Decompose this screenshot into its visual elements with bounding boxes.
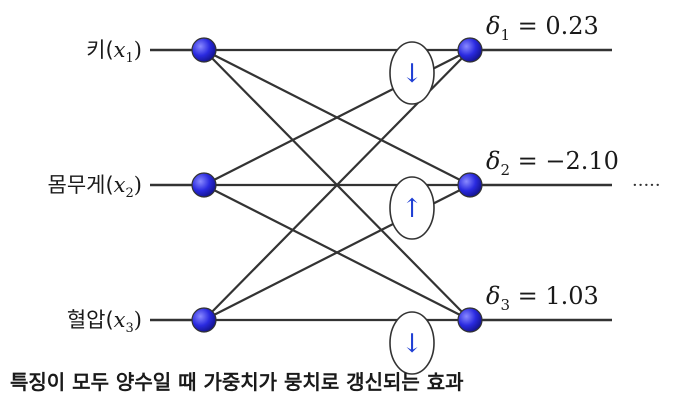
delta-label-1: δ1 = 0.23 — [486, 12, 599, 44]
update-arrow-icon: ↓ — [401, 59, 423, 89]
input-label-1: 키(x1) — [86, 38, 142, 66]
output-node-3 — [457, 307, 483, 333]
connection-lines — [203, 48, 471, 322]
delta-label-2: δ2 = −2.10 — [486, 147, 619, 179]
update-marker-3 — [389, 311, 435, 375]
output-node-2 — [457, 172, 483, 198]
network-nodes — [191, 37, 483, 333]
input-node-3 — [191, 307, 217, 333]
update-marker-1 — [389, 41, 435, 105]
update-arrow-icon: ↓ — [401, 329, 423, 359]
delta-labels: δ1 = 0.23 δ2 = −2.10 δ3 = 1.03 — [486, 12, 619, 314]
update-marker-2 — [389, 176, 435, 240]
input-label-3: 혈압(x3) — [67, 308, 142, 336]
input-labels: 키(x1) 몸무게(x2) 혈압(x3) — [48, 38, 142, 336]
delta-label-3: δ3 = 1.03 — [486, 282, 599, 314]
output-node-1 — [457, 37, 483, 63]
figure-caption: 특징이 모두 양수일 때 가중치가 뭉치로 갱신되는 효과 — [10, 370, 464, 394]
continuation-dots: ····· — [632, 175, 661, 196]
update-direction-markers: ↓ ↑ ↓ — [389, 41, 435, 375]
input-node-1 — [191, 37, 217, 63]
input-node-2 — [191, 172, 217, 198]
update-arrow-icon: ↑ — [401, 194, 423, 224]
input-label-2: 몸무게(x2) — [48, 173, 142, 201]
